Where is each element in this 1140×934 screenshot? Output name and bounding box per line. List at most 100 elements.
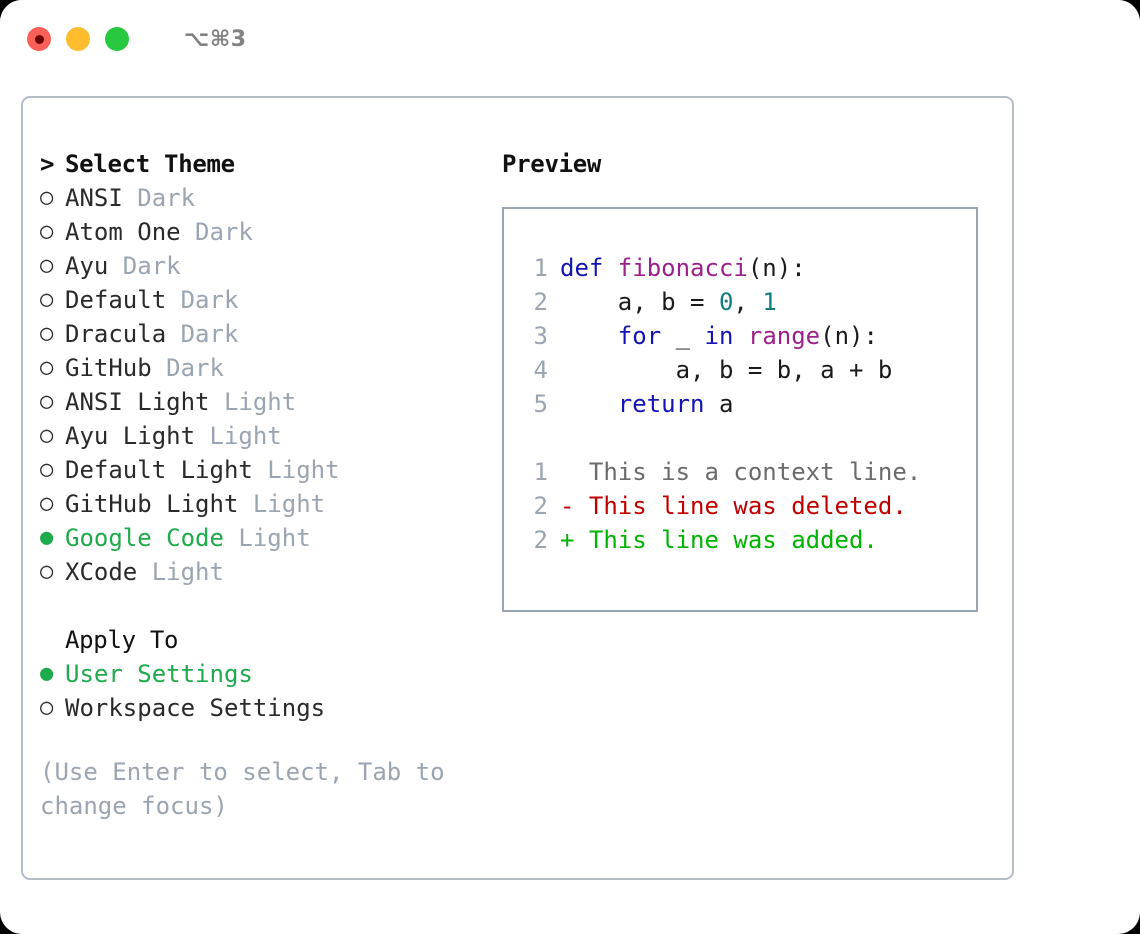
theme-name: GitHub Light xyxy=(65,490,239,518)
radio-unselected-icon: ○ xyxy=(40,559,54,584)
token-plain: (n): xyxy=(747,254,806,282)
line-number: 2 xyxy=(533,288,548,316)
code-line: 2 a, b = 0, 1 xyxy=(504,285,976,319)
theme-option-ayu[interactable]: ○Ayu Dark xyxy=(40,249,480,283)
theme-name: Default xyxy=(65,286,167,314)
line-number: 4 xyxy=(533,356,548,384)
token-fn: range xyxy=(747,322,821,350)
code-text: a, b = 0, 1 xyxy=(560,285,777,319)
traffic-light-group xyxy=(27,27,129,51)
code-line: 5 return a xyxy=(504,387,976,421)
token-num: 1 xyxy=(762,288,777,316)
diff-sample: 1 This is a context line. 2 - This line wa… xyxy=(504,455,976,557)
token-plain xyxy=(560,322,618,350)
keyboard-hint-text: (Use Enter to select, Tab to change focu… xyxy=(40,758,445,820)
line-number: 3 xyxy=(533,322,548,350)
theme-option-default-light[interactable]: ○ Default Light Light xyxy=(40,453,480,487)
theme-name: GitHub xyxy=(65,354,152,382)
radio-unselected-icon: ○ xyxy=(40,321,54,346)
theme-category: Light xyxy=(238,490,326,518)
close-window-icon[interactable] xyxy=(27,27,51,51)
theme-option-atom-one[interactable]: ○Atom One Dark xyxy=(40,215,480,249)
radio-unselected-icon: ○ xyxy=(40,219,54,244)
theme-option-ansi-light[interactable]: ○ANSI Light Light xyxy=(40,385,480,419)
theme-option-xcode[interactable]: ○XCode Light xyxy=(40,555,480,589)
theme-category: Dark xyxy=(166,320,239,348)
apply-to-option-user-settings[interactable]: ●User Settings xyxy=(40,657,480,691)
code-text: def fibonacci(n): xyxy=(560,251,806,285)
diff-line-ctx: 1 This is a context line. xyxy=(504,455,976,489)
theme-category: Light xyxy=(195,422,282,450)
theme-category: Light xyxy=(223,524,311,552)
theme-name: ANSI xyxy=(65,184,123,212)
radio-unselected-icon: ○ xyxy=(40,457,54,482)
close-dot xyxy=(34,34,44,44)
maximize-window-icon[interactable] xyxy=(105,27,129,51)
line-number: 2 xyxy=(533,526,548,554)
theme-category: Dark xyxy=(151,354,224,382)
theme-category: Light xyxy=(252,456,340,484)
theme-picker-title: Select Theme xyxy=(65,150,235,178)
line-number: 2 xyxy=(533,492,548,520)
apply-to-title: Apply To xyxy=(65,626,179,654)
theme-option-ansi[interactable]: ○ANSI Dark xyxy=(40,181,480,215)
radio-unselected-icon: ○ xyxy=(40,491,54,516)
keyboard-shortcut-label: ⌥⌘3 xyxy=(184,26,247,52)
theme-picker-header: > Select Theme xyxy=(40,147,480,181)
token-kw: def xyxy=(560,254,618,282)
diff-text: + This line was added. xyxy=(560,526,878,554)
code-line: 3 for _ in range(n): xyxy=(504,319,976,353)
token-plain xyxy=(733,322,747,350)
diff-text: This is a context line. xyxy=(560,458,922,486)
theme-name: Default Light xyxy=(65,456,253,484)
main-panel: >Select Theme ○ANSI Dark○Atom One Dark○A… xyxy=(21,96,1014,880)
code-text: for _ in range(n): xyxy=(560,319,878,353)
token-plain: _ xyxy=(661,322,705,350)
token-plain: a, b = b, a + b xyxy=(560,356,893,384)
radio-unselected-icon: ○ xyxy=(40,253,54,278)
theme-name: Ayu xyxy=(65,252,109,280)
token-kw: return xyxy=(617,390,705,418)
token-kw: for xyxy=(617,322,662,350)
apply-to-label: User Settings xyxy=(65,660,253,688)
apply-to-label: Workspace Settings xyxy=(65,694,326,722)
radio-unselected-icon: ○ xyxy=(40,355,54,380)
radio-unselected-icon: ○ xyxy=(40,423,54,448)
list-spacer xyxy=(40,589,480,623)
code-line: 4 a, b = b, a + b xyxy=(504,353,976,387)
token-num: 0 xyxy=(718,288,734,316)
token-plain: , xyxy=(733,288,763,316)
theme-option-github-light[interactable]: ○ GitHub Light Light xyxy=(40,487,480,521)
token-plain xyxy=(560,390,618,418)
theme-option-github[interactable]: ○ GitHub Dark xyxy=(40,351,480,385)
token-fn: fibonacci xyxy=(617,254,748,282)
code-text: return a xyxy=(560,387,734,421)
theme-option-google-code[interactable]: ●Google Code Light xyxy=(40,521,480,555)
preview-title: Preview xyxy=(502,150,602,178)
token-plain: (n): xyxy=(820,322,878,350)
minimize-window-icon[interactable] xyxy=(66,27,90,51)
token-plain: a xyxy=(704,390,734,418)
radio-unselected-icon: ○ xyxy=(40,389,54,414)
theme-picker-column: >Select Theme ○ANSI Dark○Atom One Dark○A… xyxy=(40,147,480,823)
theme-option-default[interactable]: ○Default Dark xyxy=(40,283,480,317)
theme-list: ○ANSI Dark○Atom One Dark○Ayu Dark○Defaul… xyxy=(40,181,480,589)
diff-text: - This line was deleted. xyxy=(560,492,907,520)
token-plain: a, b = xyxy=(560,288,719,316)
theme-category: Dark xyxy=(180,218,253,246)
theme-name: Ayu Light xyxy=(65,422,196,450)
token-kw: in xyxy=(704,322,734,350)
code-text: a, b = b, a + b xyxy=(560,353,893,387)
theme-option-dracula[interactable]: ○Dracula Dark xyxy=(40,317,480,351)
radio-unselected-icon: ○ xyxy=(40,185,54,210)
caret-icon: > xyxy=(40,150,55,178)
preview-gap xyxy=(504,421,976,455)
title-bar: ⌥⌘3 xyxy=(0,0,1140,78)
theme-option-ayu-light[interactable]: ○ Ayu Light Light xyxy=(40,419,480,453)
apply-to-option-workspace-settings[interactable]: ○Workspace Settings xyxy=(40,691,480,725)
apply-to-list: ●User Settings○Workspace Settings xyxy=(40,657,480,725)
